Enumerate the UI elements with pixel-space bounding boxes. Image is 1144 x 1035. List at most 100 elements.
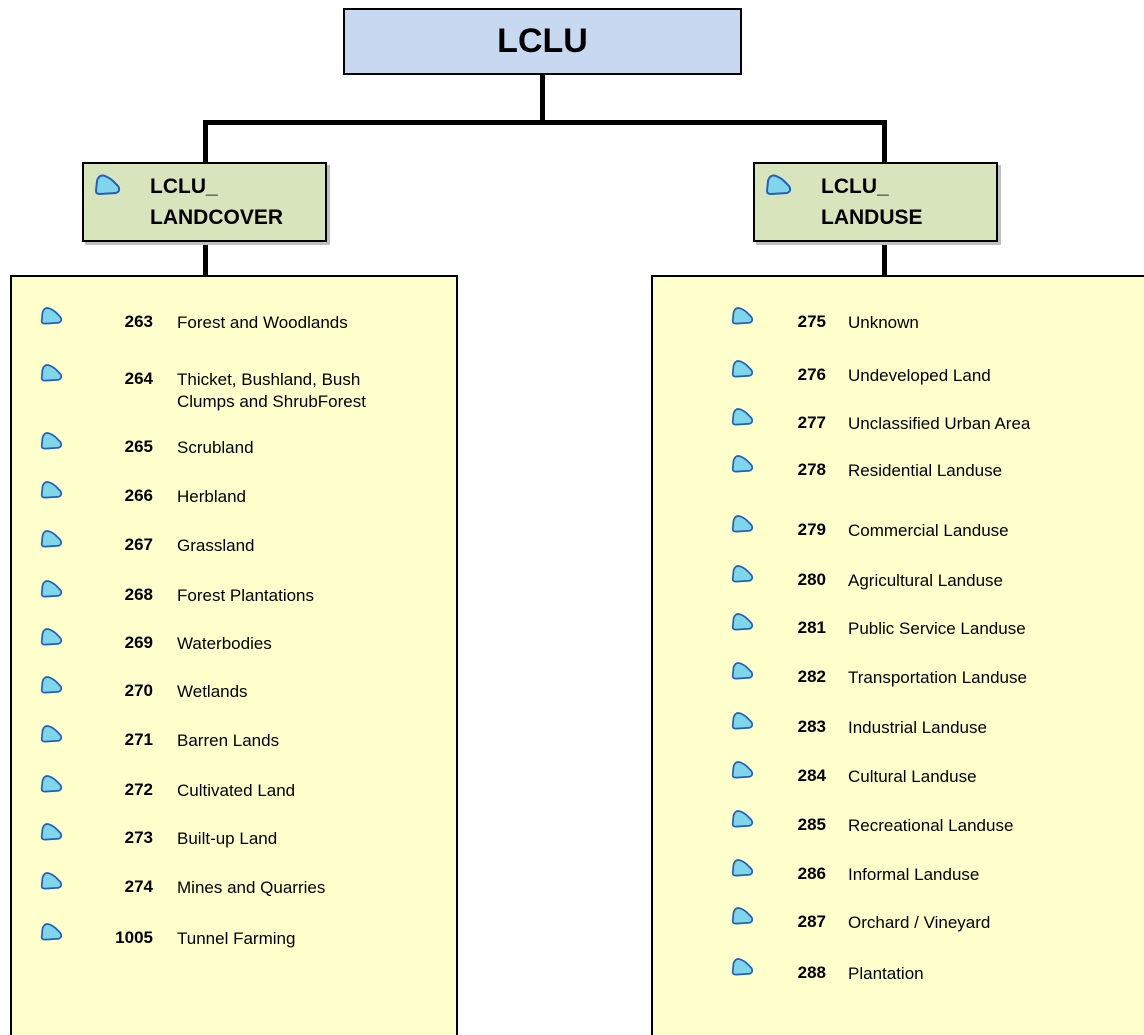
class-code: 273	[124, 828, 153, 847]
polygon-feature-icon	[40, 676, 63, 694]
class-label: Barren Lands	[177, 731, 280, 750]
landuse-class-list: 275 Unknown 276 Undeveloped Land 277 Unclassi…	[651, 275, 1144, 1035]
group-title-landcover: LCLU_ LANDCOVER	[150, 171, 283, 233]
class-code: 268	[124, 585, 153, 604]
class-code: 263	[124, 312, 153, 331]
polygon-feature-icon	[40, 481, 63, 499]
polygon-feature-icon	[731, 455, 754, 473]
connector-to-landuse	[882, 120, 887, 163]
class-code: 266	[124, 486, 153, 505]
class-code: 265	[124, 437, 153, 456]
polygon-feature-icon	[40, 775, 63, 793]
polygon-feature-icon	[731, 408, 754, 426]
class-label: Unclassified Urban Area	[848, 414, 1031, 433]
group-node-landuse: LCLU_ LANDUSE	[753, 162, 998, 242]
polygon-feature-icon	[731, 515, 754, 533]
class-label: Unknown	[848, 313, 919, 332]
class-label: Grassland	[177, 536, 255, 555]
root-node-lclu: LCLU	[343, 8, 742, 75]
class-code: 280	[797, 570, 826, 589]
class-label: Waterbodies	[177, 634, 272, 653]
class-label: Cultivated Land	[177, 781, 296, 800]
class-code: 279	[797, 520, 826, 539]
class-code: 287	[797, 912, 826, 931]
class-label: Agricultural Landuse	[848, 571, 1003, 590]
class-label: Mines and Quarries	[177, 878, 326, 897]
class-code: 272	[124, 780, 153, 799]
class-label: Informal Landuse	[848, 865, 980, 884]
connector-landuse-list	[882, 242, 887, 276]
class-code: 270	[124, 681, 153, 700]
class-label: Transportation Landuse	[848, 668, 1027, 687]
connector-root-down	[540, 75, 545, 123]
polygon-feature-icon	[731, 712, 754, 730]
polygon-feature-icon	[40, 530, 63, 548]
class-label: Cultural Landuse	[848, 767, 977, 786]
class-label: Undeveloped Land	[848, 366, 991, 385]
class-label: Plantation	[848, 964, 924, 983]
group-title-line2: LANDCOVER	[150, 206, 284, 229]
polygon-feature-icon	[731, 907, 754, 925]
polygon-feature-icon	[40, 628, 63, 646]
polygon-feature-icon	[731, 565, 754, 583]
class-label: Scrubland	[177, 438, 254, 457]
class-code: 274	[124, 877, 153, 896]
group-node-landcover: LCLU_ LANDCOVER	[82, 162, 327, 242]
class-label: Recreational Landuse	[848, 816, 1014, 835]
connector-horizontal	[203, 120, 887, 125]
connector-landcover-list	[203, 242, 208, 276]
connector-to-landcover	[203, 120, 208, 163]
polygon-feature-icon	[40, 823, 63, 841]
polygon-feature-icon	[40, 580, 63, 598]
class-code: 283	[797, 717, 826, 736]
polygon-feature-icon	[731, 307, 754, 325]
class-code: 286	[797, 864, 826, 883]
polygon-feature-icon	[731, 662, 754, 680]
class-code: 275	[797, 312, 826, 331]
polygon-feature-icon	[40, 364, 63, 382]
class-code: 284	[797, 766, 826, 785]
root-node-title: LCLU	[497, 22, 588, 60]
group-title-line1: LCLU_	[150, 175, 218, 198]
group-title-line2: LANDUSE	[821, 206, 923, 229]
polygon-feature-icon	[40, 725, 63, 743]
class-label: Orchard / Vineyard	[848, 913, 991, 932]
class-code: 276	[797, 365, 826, 384]
class-code: 269	[124, 633, 153, 652]
polygon-feature-icon	[731, 761, 754, 779]
class-code: 285	[797, 815, 826, 834]
class-code: 278	[797, 460, 826, 479]
class-code: 267	[124, 535, 153, 554]
class-label: Public Service Landuse	[848, 619, 1026, 638]
polygon-feature-icon	[40, 872, 63, 890]
class-code: 1005	[115, 928, 153, 947]
class-label: Residential Landuse	[848, 461, 1003, 480]
class-code: 282	[797, 667, 826, 686]
polygon-feature-icon	[95, 174, 121, 195]
polygon-feature-icon	[731, 613, 754, 631]
class-label: Wetlands	[177, 682, 248, 701]
class-label: Tunnel Farming	[177, 929, 296, 948]
class-label: Industrial Landuse	[848, 718, 987, 737]
class-label: Forest and Woodlands	[177, 313, 348, 332]
group-title-line1: LCLU_	[821, 175, 889, 198]
polygon-feature-icon	[40, 307, 63, 325]
class-code: 277	[797, 413, 826, 432]
polygon-feature-icon	[731, 958, 754, 976]
polygon-feature-icon	[40, 432, 63, 450]
class-code: 264	[124, 369, 153, 388]
class-code: 281	[797, 618, 826, 637]
class-label: Commercial Landuse	[848, 521, 1009, 540]
polygon-feature-icon	[766, 174, 792, 195]
class-code: 288	[797, 963, 826, 982]
class-label: Built-up Land	[177, 829, 278, 848]
group-title-landuse: LCLU_ LANDUSE	[821, 171, 923, 233]
polygon-feature-icon	[40, 923, 63, 941]
class-label: Herbland	[177, 487, 246, 506]
landcover-class-list: 263 Forest and Woodlands 264 Thicket, Bushl…	[10, 275, 458, 1035]
polygon-feature-icon	[731, 859, 754, 877]
polygon-feature-icon	[731, 810, 754, 828]
class-code: 271	[124, 730, 153, 749]
class-label: Forest Plantations	[177, 586, 315, 605]
